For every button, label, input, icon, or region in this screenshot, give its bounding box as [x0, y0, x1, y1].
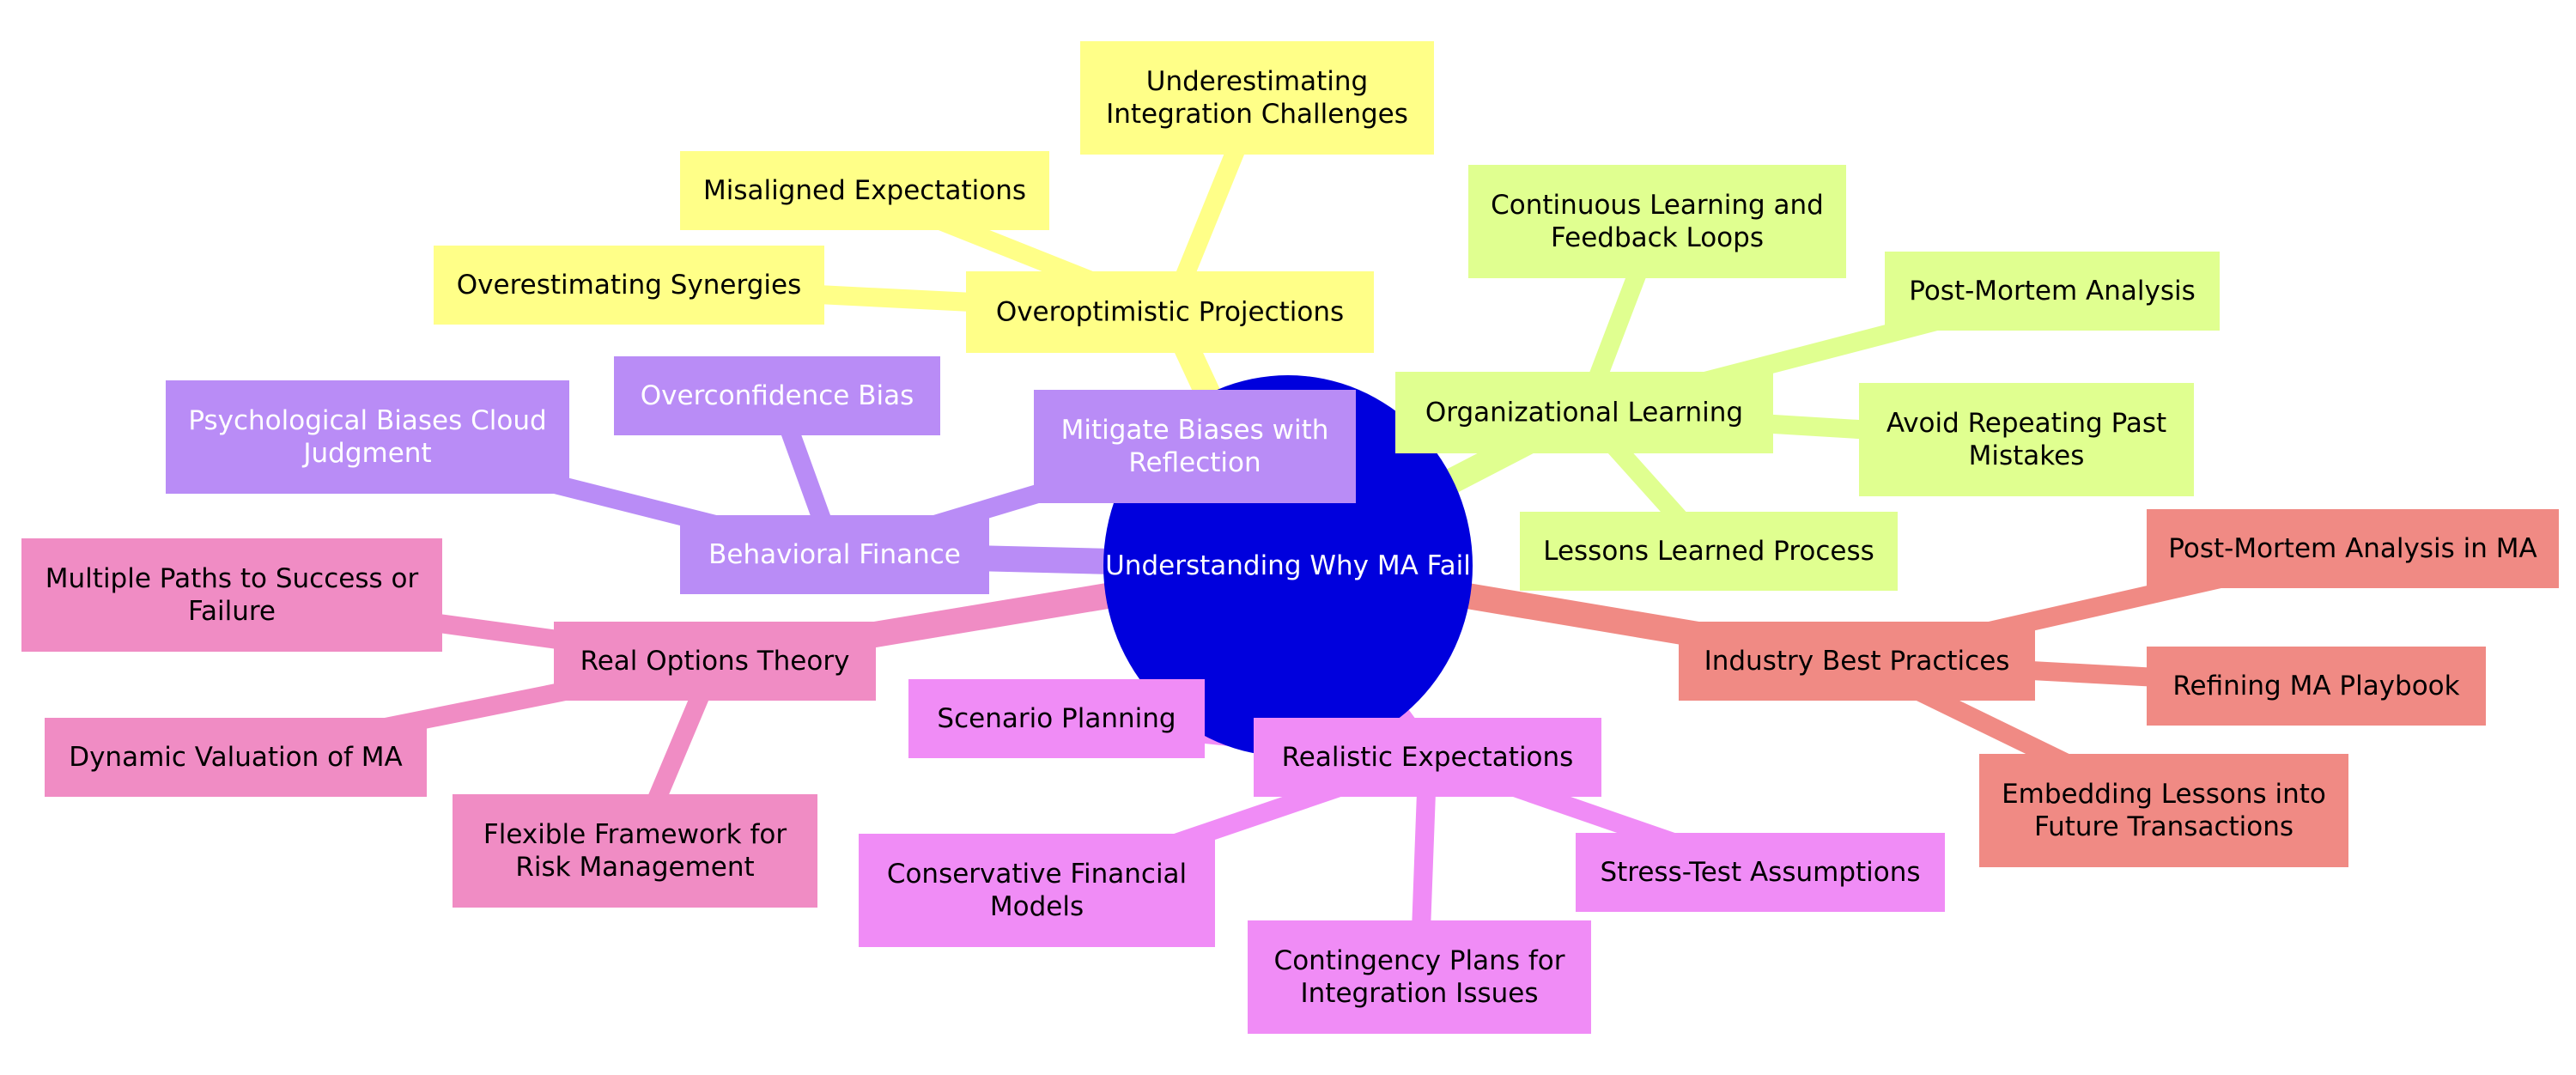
- node-mitigate-biases-with-reflection-label: Mitigate Biases with: [1061, 415, 1329, 446]
- node-post-mortem-analysis-in-ma[interactable]: Post-Mortem Analysis in MA: [2147, 509, 2559, 588]
- node-conservative-financial-models-label: Conservative Financial: [887, 859, 1187, 890]
- node-lessons-learned-process-box: [1520, 512, 1898, 591]
- branch-industry-box: [1679, 622, 2035, 701]
- node-underestimating-integration-challenges-label: Underestimating: [1146, 66, 1368, 97]
- node-scenario-planning-box: [908, 679, 1205, 758]
- node-avoid-repeating-past-mistakes-label: Avoid Repeating Past: [1886, 408, 2166, 439]
- node-refining-ma-playbook[interactable]: Refining MA Playbook: [2147, 647, 2486, 726]
- node-post-mortem-analysis-box: [1885, 252, 2220, 331]
- node-dynamic-valuation-of-ma-box: [45, 718, 427, 797]
- node-scenario-planning[interactable]: Scenario Planning: [908, 679, 1205, 758]
- node-psychological-biases-cloud-judgment-label: Psychological Biases Cloud: [188, 405, 546, 436]
- node-multiple-paths-to-success-or-failure-label: Failure: [188, 596, 276, 627]
- node-flexible-framework-for-risk-management-label: Risk Management: [515, 852, 754, 883]
- node-underestimating-integration-challenges-box: [1080, 41, 1434, 155]
- node-stress-test-assumptions-box: [1576, 833, 1945, 912]
- node-conservative-financial-models-box: [859, 834, 1215, 947]
- branch-realoptions-box: [554, 622, 876, 701]
- node-overconfidence-bias-box: [614, 356, 940, 435]
- node-overestimating-synergies-label: Overestimating Synergies: [457, 270, 801, 301]
- branch-behavioral[interactable]: Behavioral Finance: [680, 515, 989, 594]
- node-post-mortem-analysis-in-ma-label: Post-Mortem Analysis in MA: [2168, 533, 2537, 564]
- node-contingency-plans-for-integration-issues-label: Integration Issues: [1301, 978, 1539, 1009]
- node-embedding-lessons-into-future-transactions-label: Embedding Lessons into: [2002, 779, 2326, 810]
- branch-behavioral-box: [680, 515, 989, 594]
- node-avoid-repeating-past-mistakes-box: [1859, 383, 2194, 496]
- node-psychological-biases-cloud-judgment-label: Judgment: [301, 438, 431, 469]
- node-overestimating-synergies-box: [434, 246, 824, 325]
- node-multiple-paths-to-success-or-failure-box: [21, 538, 442, 652]
- node-post-mortem-analysis-in-ma-box: [2147, 509, 2559, 588]
- node-flexible-framework-for-risk-management-label: Flexible Framework for: [483, 819, 787, 850]
- branch-industry-label: Industry Best Practices: [1704, 646, 2010, 677]
- branch-behavioral-label: Behavioral Finance: [708, 539, 961, 570]
- node-refining-ma-playbook-label: Refining MA Playbook: [2172, 671, 2459, 701]
- node-post-mortem-analysis[interactable]: Post-Mortem Analysis: [1885, 252, 2220, 331]
- node-dynamic-valuation-of-ma[interactable]: Dynamic Valuation of MA: [45, 718, 427, 797]
- node-stress-test-assumptions[interactable]: Stress-Test Assumptions: [1576, 833, 1945, 912]
- node-stress-test-assumptions-label: Stress-Test Assumptions: [1600, 857, 1920, 888]
- node-misaligned-expectations[interactable]: Misaligned Expectations: [680, 151, 1049, 230]
- node-avoid-repeating-past-mistakes-label: Mistakes: [1969, 440, 2085, 471]
- branch-realistic-label: Realistic Expectations: [1282, 742, 1574, 773]
- node-overconfidence-bias-label: Overconfidence Bias: [641, 380, 914, 411]
- node-misaligned-expectations-label: Misaligned Expectations: [703, 175, 1026, 206]
- node-flexible-framework-for-risk-management-box: [453, 794, 817, 908]
- branch-overoptimistic-box: [966, 271, 1374, 353]
- branch-organizational-box: [1395, 372, 1773, 453]
- branch-overoptimistic-label: Overoptimistic Projections: [996, 297, 1344, 328]
- node-refining-ma-playbook-box: [2147, 647, 2486, 726]
- root-label: Understanding Why MA Fail: [1105, 550, 1471, 581]
- node-conservative-financial-models-label: Models: [990, 891, 1084, 922]
- node-continuous-learning-and-feedback-loops-box: [1468, 165, 1846, 278]
- node-dynamic-valuation-of-ma-label: Dynamic Valuation of MA: [69, 742, 403, 773]
- node-underestimating-integration-challenges-label: Integration Challenges: [1106, 99, 1408, 130]
- branch-overoptimistic[interactable]: Overoptimistic Projections: [966, 271, 1374, 353]
- node-continuous-learning-and-feedback-loops-label: Feedback Loops: [1551, 222, 1764, 253]
- node-misaligned-expectations-box: [680, 151, 1049, 230]
- branch-industry[interactable]: Industry Best Practices: [1679, 622, 2035, 701]
- node-scenario-planning-label: Scenario Planning: [937, 703, 1176, 734]
- node-mitigate-biases-with-reflection-label: Reflection: [1128, 447, 1261, 478]
- branch-organizational[interactable]: Organizational Learning: [1395, 372, 1773, 453]
- node-embedding-lessons-into-future-transactions-box: [1979, 754, 2348, 867]
- node-post-mortem-analysis-label: Post-Mortem Analysis: [1909, 276, 2196, 307]
- branch-realoptions[interactable]: Real Options Theory: [554, 622, 876, 701]
- node-psychological-biases-cloud-judgment-box: [166, 380, 569, 494]
- node-multiple-paths-to-success-or-failure-label: Multiple Paths to Success or: [46, 563, 419, 594]
- node-mitigate-biases-with-reflection-box: [1034, 390, 1356, 503]
- node-overestimating-synergies[interactable]: Overestimating Synergies: [434, 246, 824, 325]
- node-overconfidence-bias[interactable]: Overconfidence Bias: [614, 356, 940, 435]
- branch-organizational-label: Organizational Learning: [1425, 398, 1743, 428]
- node-embedding-lessons-into-future-transactions-label: Future Transactions: [2034, 811, 2293, 842]
- branch-realistic[interactable]: Realistic Expectations: [1254, 718, 1601, 797]
- node-contingency-plans-for-integration-issues-box: [1248, 920, 1591, 1034]
- branch-realistic-box: [1254, 718, 1601, 797]
- branch-realoptions-label: Real Options Theory: [580, 646, 850, 677]
- node-continuous-learning-and-feedback-loops-label: Continuous Learning and: [1491, 190, 1824, 221]
- node-lessons-learned-process-label: Lessons Learned Process: [1543, 536, 1874, 567]
- node-contingency-plans-for-integration-issues-label: Contingency Plans for: [1274, 945, 1565, 976]
- node-lessons-learned-process[interactable]: Lessons Learned Process: [1520, 512, 1898, 591]
